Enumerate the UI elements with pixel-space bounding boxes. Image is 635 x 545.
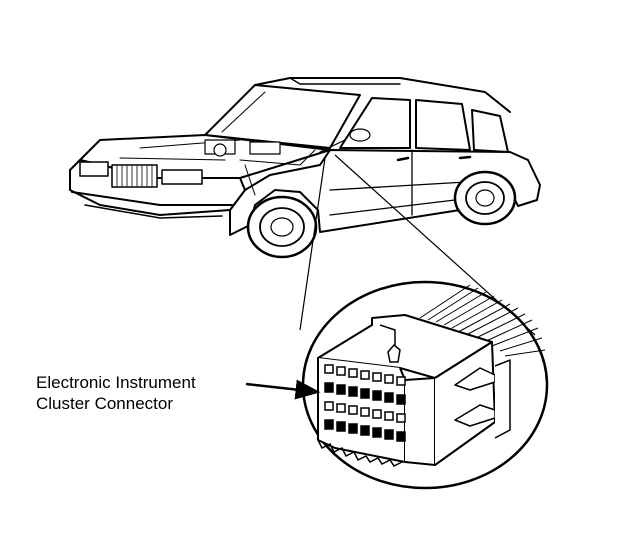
- car-illustration: [69, 77, 541, 259]
- front-grille: [111, 164, 158, 188]
- wire-harness: [419, 284, 546, 357]
- front-bumper: [71, 191, 233, 206]
- windshield: [204, 84, 361, 149]
- rear-wheel: [453, 170, 517, 226]
- terminal-cavities: [324, 364, 406, 442]
- rear-door-window: [415, 99, 471, 151]
- front-wheel: [246, 195, 318, 259]
- callout-line-2: Cluster Connector: [36, 394, 174, 413]
- callout-label: Electronic Instrument Cluster Connector: [36, 372, 196, 414]
- right-headlamp: [161, 169, 203, 185]
- arrow-right-icon: [245, 379, 321, 400]
- quarter-window: [471, 109, 509, 153]
- left-headlamp: [79, 161, 109, 177]
- callout-line-1: Electronic Instrument: [36, 373, 196, 392]
- front-door-window: [339, 97, 411, 149]
- connector-bottom-edge: [317, 439, 403, 467]
